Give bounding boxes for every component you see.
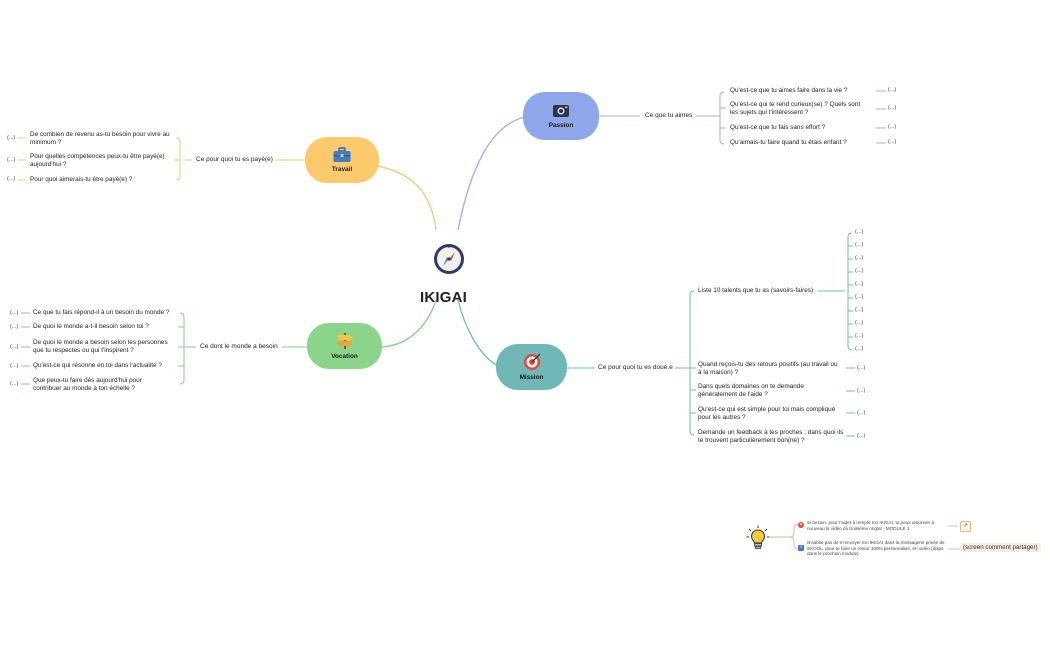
vocation-branch-label[interactable]: Ce dont le monde a besoin (200, 343, 278, 350)
mission-item[interactable]: Dans quels domaines on te demande généra… (698, 383, 804, 398)
screen-comment-tag[interactable]: (screen comment partager) (960, 543, 1041, 552)
center-title[interactable]: IKIGAI (420, 289, 468, 306)
connector-vocation (381, 299, 437, 348)
talent-answer[interactable]: (...) (855, 229, 864, 235)
answer-placeholder[interactable]: (...) (7, 176, 16, 182)
mission-item[interactable]: Demande un feedback à tes proches : dans… (698, 429, 844, 444)
vocation-item[interactable]: Ce que tu fais répond-il à un besoin du … (33, 309, 170, 316)
travail-label: Travail (331, 166, 353, 173)
answer-placeholder[interactable]: (...) (10, 344, 19, 350)
talent-answer[interactable]: (...) (855, 333, 864, 339)
connector-travail (377, 165, 437, 231)
answer-placeholder[interactable]: (...) (857, 410, 866, 416)
compass-icon (434, 244, 464, 274)
vocation-item[interactable]: De quoi le monde a besoin selon les pers… (33, 339, 168, 354)
answer-placeholder[interactable]: (...) (888, 124, 897, 130)
travail-item[interactable]: Pour quoi aimerais-tu être payé(e) ? (30, 176, 133, 183)
passion-label: Passion (548, 122, 574, 129)
mission-node[interactable]: Mission (496, 344, 567, 390)
tip-note[interactable]: Si besoin, pour t'aider à remplir ton IK… (807, 520, 935, 531)
answer-placeholder[interactable]: (...) (7, 157, 16, 163)
passion-node[interactable]: Passion (523, 92, 599, 140)
passion-item[interactable]: Qu'aimais-tu faire quand tu étais enfant… (730, 139, 847, 146)
answer-placeholder[interactable]: (...) (888, 105, 897, 111)
vocation-label: Vocation (331, 353, 358, 360)
red-x-icon: ✕ (798, 522, 804, 528)
vocation-item[interactable]: De quoi le monde a-t-il besoin selon toi… (33, 323, 149, 330)
vocation-item[interactable]: Que peux-tu faire dès aujourd'hui pour c… (33, 377, 142, 392)
talent-answer[interactable]: (...) (855, 242, 864, 248)
external-link-icon[interactable]: ↗ (960, 521, 971, 532)
talent-answer[interactable]: (...) (855, 268, 864, 274)
blue-info-icon: i (798, 545, 804, 551)
briefcase-icon (333, 147, 351, 162)
talent-answer[interactable]: (...) (855, 281, 864, 287)
mission-item[interactable]: Qu'est-ce qui est simple pour toi mais c… (698, 406, 836, 421)
answer-placeholder[interactable]: (...) (10, 310, 19, 316)
travail-item[interactable]: De combien de revenu as-tu besoin pour v… (30, 131, 170, 146)
target-icon (523, 353, 540, 370)
lightbulb-icon (746, 525, 770, 549)
answer-placeholder[interactable]: (...) (857, 365, 866, 371)
passion-item[interactable]: Qu'est-ce qui te rend curieux(se) ? Quel… (730, 101, 861, 116)
mission-talents-item[interactable]: Liste 10 talents que tu as (savoirs-fair… (698, 287, 814, 294)
passion-branch-label[interactable]: Ce que tu aimes (645, 112, 693, 119)
passion-item[interactable]: Qu'est-ce que tu aimes faire dans la vie… (730, 87, 848, 94)
answer-placeholder[interactable]: (...) (10, 324, 19, 330)
talent-answer[interactable]: (...) (855, 307, 864, 313)
tip-note[interactable]: N'oublie pas de m'envoyer ton IKIGAI dan… (807, 540, 945, 557)
center-topic[interactable] (432, 242, 466, 276)
talent-answer[interactable]: (...) (855, 294, 864, 300)
mission-item[interactable]: Quand reçois-tu des retours positifs (au… (698, 361, 838, 376)
connector-passion (457, 116, 526, 231)
connector-mission (457, 299, 499, 367)
passion-item[interactable]: Qu'est-ce que tu fais sans effort ? (730, 124, 826, 131)
vocation-item[interactable]: Qu'est-ce qui résonne en toi dans l'actu… (33, 362, 162, 369)
answer-placeholder[interactable]: (...) (888, 139, 897, 145)
answer-placeholder[interactable]: (...) (10, 363, 19, 369)
talent-answer[interactable]: (...) (855, 320, 864, 326)
answer-placeholder[interactable]: (...) (857, 388, 866, 394)
travail-item[interactable]: Pour quelles compétences peux-tu être pa… (30, 153, 165, 168)
mission-label: Mission (519, 374, 544, 381)
travail-node[interactable]: Travail (305, 137, 379, 183)
answer-placeholder[interactable]: (...) (10, 381, 19, 387)
vocation-node[interactable]: Vocation (307, 323, 382, 369)
talent-answer[interactable]: (...) (855, 255, 864, 261)
answer-placeholder[interactable]: (...) (857, 433, 866, 439)
talent-answer[interactable]: (...) (855, 346, 864, 352)
camera-icon (553, 105, 569, 117)
answer-placeholder[interactable]: (...) (7, 135, 16, 141)
travail-branch-label[interactable]: Ce pour quoi tu es payé(e) (196, 156, 273, 163)
answer-placeholder[interactable]: (...) (888, 87, 897, 93)
mission-branch-label[interactable]: Ce pour quoi tu es doué.e (598, 364, 673, 371)
signpost-icon (336, 333, 353, 349)
tips-block[interactable] (746, 525, 770, 551)
